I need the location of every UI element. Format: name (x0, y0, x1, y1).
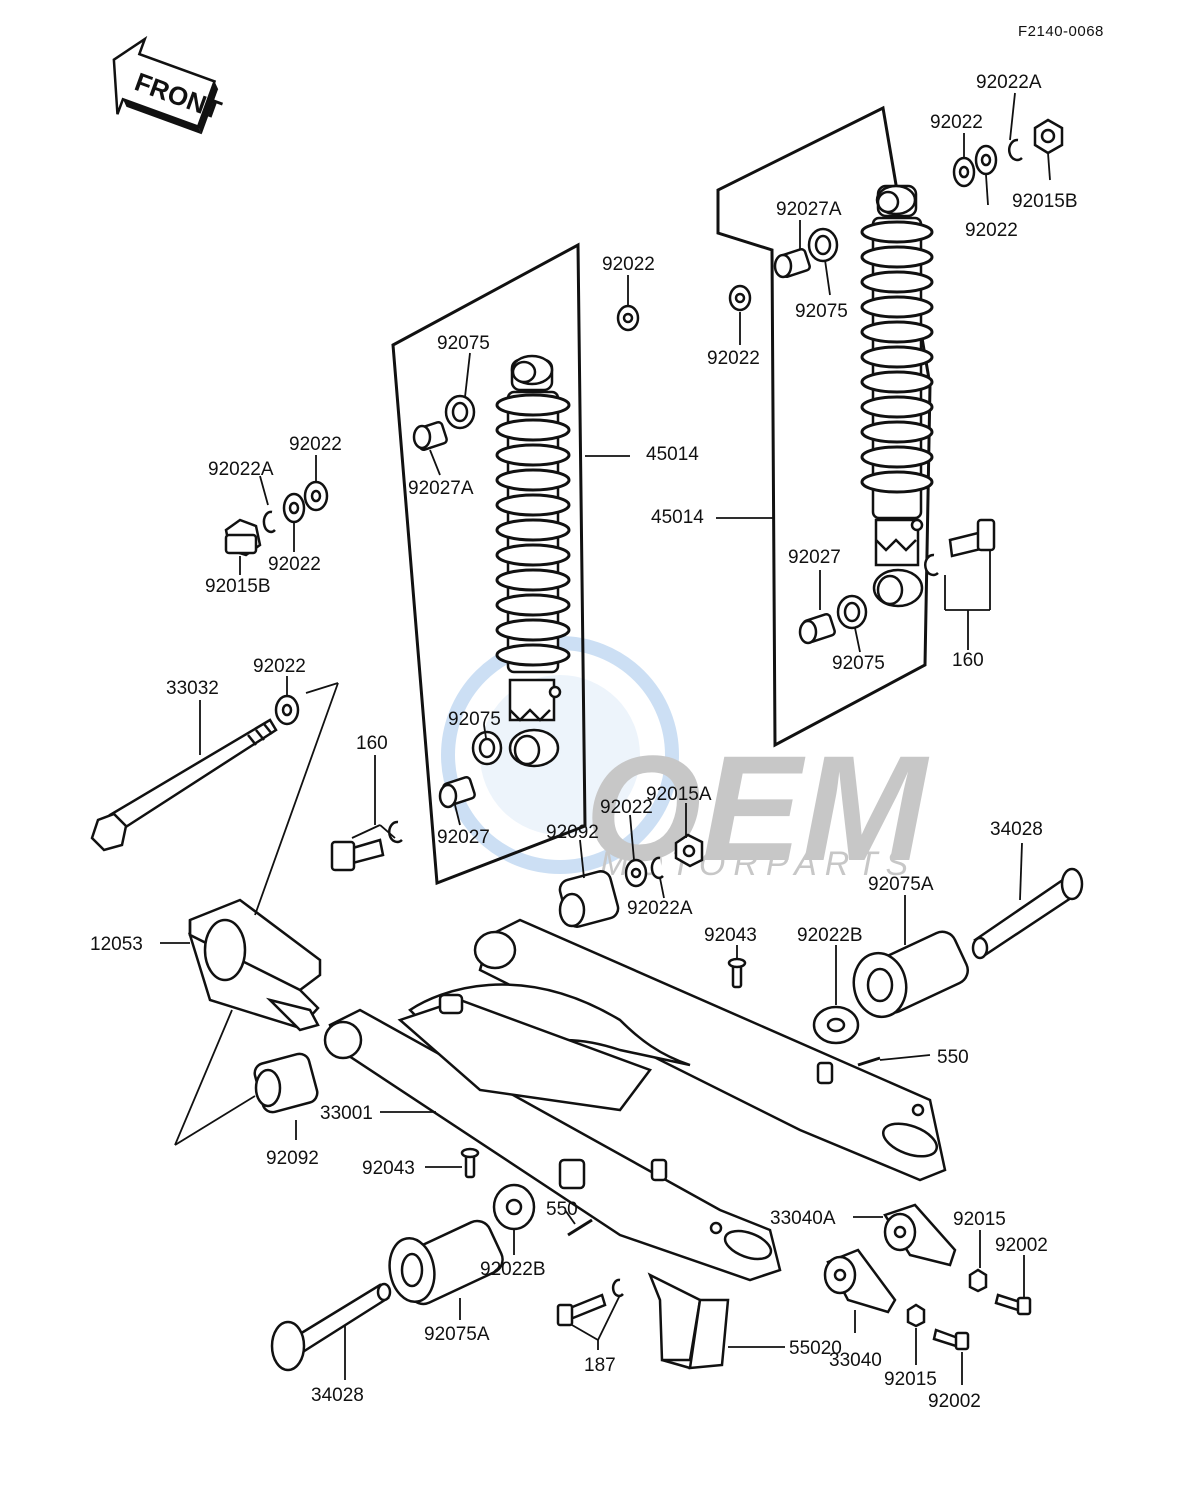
pivot-shafts (270, 867, 1084, 1372)
label-92022-top-center: 92022 (602, 254, 655, 275)
label-92022A-left: 92022A (208, 459, 274, 480)
chain-guide-12053 (187, 898, 322, 1032)
bolts (90, 518, 1032, 1351)
swingarm-33001 (323, 918, 947, 1282)
label-92022-left-b: 92022 (268, 554, 321, 575)
label-92015A: 92015A (646, 784, 712, 805)
label-92022B-right: 92022B (797, 925, 863, 946)
label-34028-left: 34028 (311, 1385, 364, 1406)
label-33040: 33040 (829, 1350, 882, 1371)
label-92022-top-right-a: 92022 (930, 112, 983, 133)
label-33040A: 33040A (770, 1208, 836, 1229)
label-45014-right: 45014 (651, 507, 704, 528)
chain-guard-55020 (647, 1272, 730, 1370)
label-92022-mid-right: 92022 (707, 348, 760, 369)
label-92015-b: 92015 (884, 1369, 937, 1390)
left-upper-bushings (412, 394, 476, 451)
label-92075-right: 92075 (795, 301, 848, 322)
label-550-left: 550 (546, 1199, 578, 1220)
label-92027A-right: 92027A (776, 199, 842, 220)
label-92022A-center: 92022A (627, 898, 693, 919)
part-labels: 92022A 92022 92015B 92022 92027A 92075 9… (90, 72, 1078, 1412)
label-92022B-left: 92022B (480, 1259, 546, 1280)
label-92027-right: 92027 (788, 547, 841, 568)
dust-seals-92075A (388, 930, 969, 1306)
label-92015-a: 92015 (953, 1209, 1006, 1230)
label-33001: 33001 (320, 1103, 373, 1124)
label-550-right: 550 (937, 1047, 969, 1068)
label-92092-left: 92092 (266, 1148, 319, 1169)
label-92075-left-low: 92075 (448, 709, 501, 730)
left-shock-group (391, 242, 587, 886)
label-92022-center: 92022 (600, 797, 653, 818)
label-92022-bolt: 92022 (253, 656, 306, 677)
label-92075A-left: 92075A (424, 1324, 490, 1345)
right-shock-group (716, 105, 932, 748)
label-12053: 12053 (90, 934, 143, 955)
leader-lines (160, 92, 1051, 1385)
left-lower-bushings (438, 730, 503, 809)
label-92075-right-low: 92075 (832, 653, 885, 674)
label-92002-b: 92002 (928, 1391, 981, 1412)
label-92075A-right: 92075A (868, 874, 934, 895)
label-92043-right: 92043 (704, 925, 757, 946)
label-92002-a: 92002 (995, 1235, 1048, 1256)
label-33032: 33032 (166, 678, 219, 699)
chain-adjusters (823, 1203, 957, 1314)
label-187: 187 (584, 1355, 616, 1376)
bushings-92092 (253, 870, 620, 1114)
label-45014-left: 45014 (646, 444, 699, 465)
label-92022-top-right-b: 92022 (965, 220, 1018, 241)
right-shock-absorber (860, 184, 934, 608)
label-92022A-top-right: 92022A (976, 72, 1042, 93)
label-92027-left: 92027 (437, 827, 490, 848)
label-160-left: 160 (356, 733, 388, 754)
label-92092-center: 92092 (546, 822, 599, 843)
label-34028-right: 34028 (990, 819, 1043, 840)
front-arrow-icon: FRONT (112, 35, 225, 135)
diagram-code: F2140-0068 (1018, 23, 1104, 40)
label-92015B-left: 92015B (205, 576, 271, 597)
right-upper-bushings (773, 227, 839, 279)
right-lower-bushings (798, 594, 868, 645)
washers-and-nuts (224, 118, 1064, 1328)
label-92043-left: 92043 (362, 1158, 415, 1179)
label-55020: 55020 (789, 1338, 842, 1359)
label-92075-left: 92075 (437, 333, 490, 354)
label-92022-left-a: 92022 (289, 434, 342, 455)
left-shock-absorber (495, 354, 571, 768)
label-92027A-left: 92027A (408, 478, 474, 499)
label-160-right: 160 (952, 650, 984, 671)
label-92015B-top-right: 92015B (1012, 191, 1078, 212)
